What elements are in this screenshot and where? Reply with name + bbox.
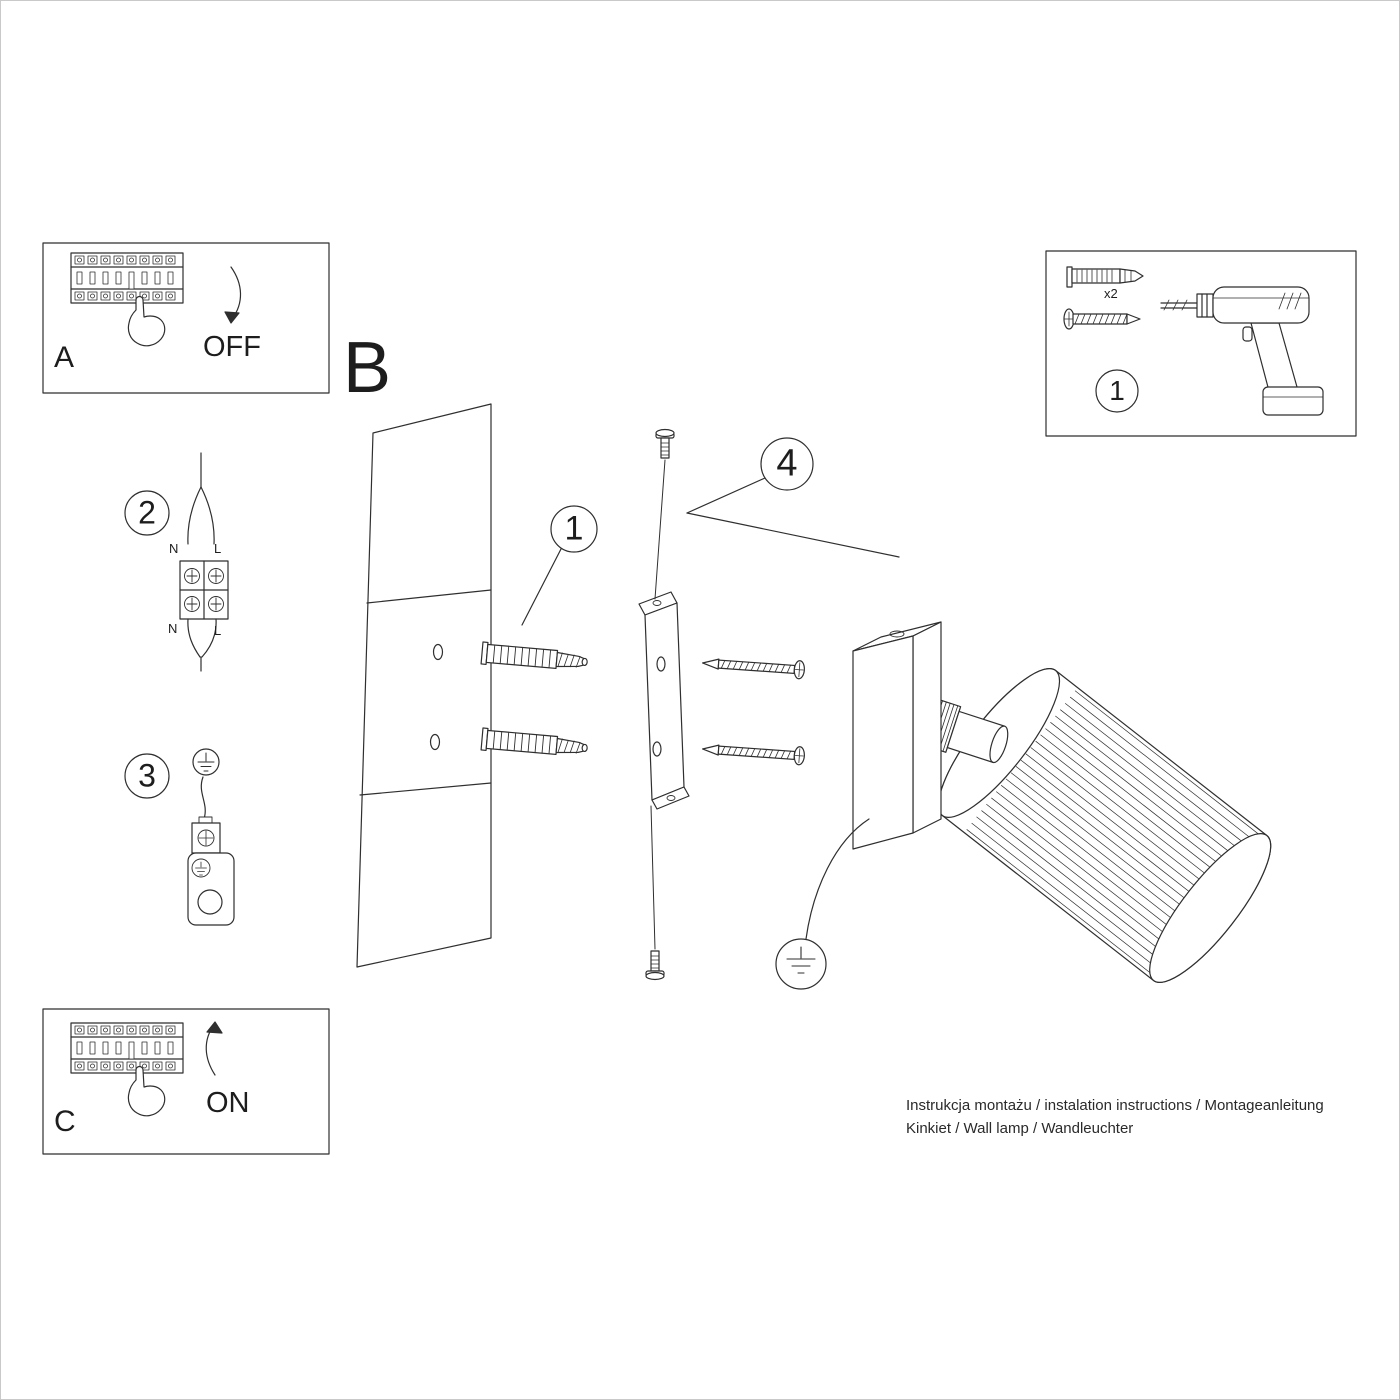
- step-3-number: 3: [138, 757, 156, 794]
- on-label: ON: [206, 1087, 250, 1119]
- panel-a-label: A: [54, 341, 75, 374]
- footer-line-2: Kinkiet / Wall lamp / Wandleuchter: [906, 1120, 1134, 1137]
- screw: [701, 653, 806, 680]
- callout-line-anchors: [521, 548, 562, 626]
- grounding-diagram: [124, 748, 235, 926]
- callout-line-screws: [686, 477, 766, 514]
- earth-symbol-icon: [192, 748, 220, 776]
- step-2-number: 2: [138, 494, 156, 531]
- tools-step-number: 1: [1109, 375, 1125, 406]
- wall-anchor: [480, 641, 589, 674]
- off-label: OFF: [203, 331, 261, 363]
- power-on-panel: [42, 1008, 330, 1155]
- terminal-l-top-label: L: [214, 541, 222, 556]
- tools-panel: [1045, 250, 1357, 437]
- wall-plug-icon: [1066, 266, 1144, 288]
- terminal-l-bottom-label: L: [214, 623, 222, 638]
- drill-icon: [1160, 286, 1324, 416]
- section-b-label: B: [343, 328, 392, 408]
- off-arrow-icon: [224, 266, 242, 324]
- alignment-line: [686, 512, 900, 558]
- footer-text: Instrukcja montażu / instalation instruc…: [906, 1094, 1366, 1140]
- on-arrow-icon: [205, 1021, 223, 1076]
- wire-terminal-diagram: [124, 452, 229, 672]
- breaker-panel-icon: [70, 1022, 184, 1074]
- footer-line-1: Instrukcja montażu / instalation instruc…: [906, 1097, 1324, 1114]
- ground-clamp: [187, 816, 235, 926]
- mounting-bracket: [638, 591, 690, 810]
- screw-icon: [1063, 308, 1141, 330]
- anchor-count-label: x2: [1104, 286, 1118, 301]
- wall-anchor: [480, 727, 589, 760]
- panel-c-label: C: [54, 1105, 76, 1138]
- callout-anchors-number: 1: [564, 509, 584, 548]
- terminal-n-bottom-label: N: [168, 621, 178, 636]
- power-off-panel: [42, 242, 330, 394]
- earth-symbol-icon: [786, 946, 816, 974]
- fixing-bolt-top: [654, 428, 675, 600]
- ground-callout: [775, 818, 870, 990]
- callout-screws-number: 4: [776, 442, 798, 485]
- screw: [701, 739, 806, 766]
- lamp-shade: [937, 668, 1272, 983]
- wall-panel: [356, 403, 492, 968]
- breaker-panel-icon: [70, 252, 184, 304]
- fixing-bolt-bottom: [645, 805, 665, 981]
- lamp-base: [852, 621, 942, 850]
- terminal-n-top-label: N: [169, 541, 179, 556]
- callout-circle-screws: [760, 437, 814, 491]
- callout-circle-anchors: [550, 505, 598, 553]
